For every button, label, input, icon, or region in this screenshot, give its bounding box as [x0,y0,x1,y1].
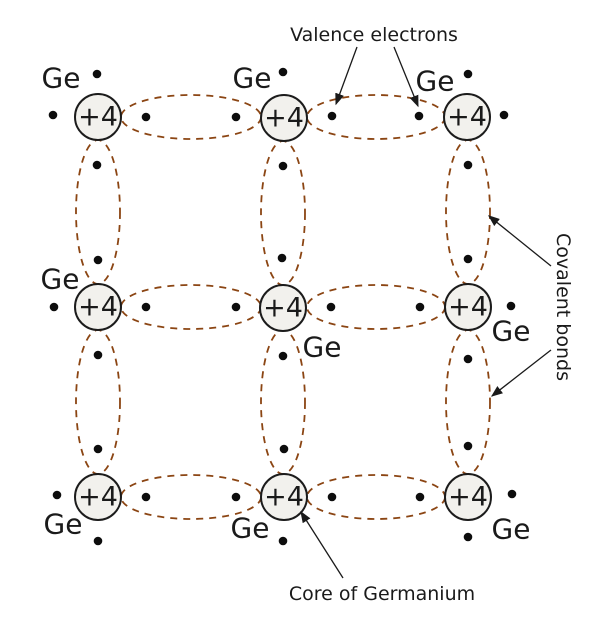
annotation-arrow [300,510,344,579]
atom-core-label: +4 [264,103,304,134]
electron-dot [506,301,516,311]
atom-core-label: +4 [78,292,118,323]
atom-core [443,93,491,141]
atom-symbol-label: Ge [231,512,270,545]
electron-dot [499,110,509,120]
covalent-bond-ellipse [445,329,491,475]
atom-core [74,93,122,141]
atom-core-label: +4 [447,102,487,133]
atom-core [444,473,492,521]
atom-symbol-label: Ge [44,508,83,541]
electron-dot [92,160,102,170]
electron-dot [52,490,62,500]
electron-dot [231,302,241,312]
covalent-bond-ellipse [306,94,446,140]
electron-dot [141,112,151,122]
atom-core [260,473,308,521]
atom-symbol-label: Ge [233,62,272,95]
atom-core [74,283,122,331]
annotation-arrow [393,46,419,108]
electron-dot [277,253,287,263]
valence-electrons-label: Valence electrons [290,24,458,46]
atom-core-label: +4 [264,482,304,513]
covalent-bonds-label: Covalent bonds [552,233,574,381]
electron-dot [93,350,103,360]
electron-dot [463,254,473,264]
electron-dot [141,492,151,502]
electron-dot [231,492,241,502]
atom-symbol-label: Ge [492,513,531,546]
atom-core-label: +4 [448,292,488,323]
electron-dot [141,302,151,312]
electron-dot [414,111,424,121]
electron-dot [463,160,473,170]
annotation-arrow [490,349,552,397]
atom-symbol-label: Ge [303,331,342,364]
atom-core-label: +4 [78,102,118,133]
atom-core-label: +4 [263,293,303,324]
atom-symbol-label: Ge [41,263,80,296]
annotation-arrow [487,215,552,267]
electron-dot [278,351,288,361]
electron-dot [507,489,517,499]
electron-dot [463,441,473,451]
electron-dot [326,302,336,312]
atom-core [74,473,122,521]
electron-dot [463,532,473,542]
electron-dot [231,112,241,122]
atom-symbol-label: Ge [416,65,455,98]
atom-symbol-label: Ge [492,315,531,348]
atom-core-label: +4 [78,482,118,513]
electron-dot [463,69,473,79]
atom-core [260,94,308,142]
electron-dot [278,536,288,546]
electron-dot [93,255,103,265]
electron-dot [93,536,103,546]
atom-core [259,284,307,332]
electron-dot [279,444,289,454]
annotation-arrow [335,46,358,106]
electron-dot [327,492,337,502]
electron-dot [278,161,288,171]
electron-dot [327,111,337,121]
core-of-germanium-label: Core of Germanium [288,583,476,605]
electron-dot [278,67,288,77]
electron-dot [93,444,103,454]
electron-dot [49,302,59,312]
atom-core [444,283,492,331]
electron-dot [415,492,425,502]
electron-dot [92,69,102,79]
electron-dot [415,302,425,312]
electron-dot [463,354,473,364]
atom-core-label: +4 [448,482,488,513]
atom-symbol-label: Ge [42,62,81,95]
electron-dot [48,110,58,120]
